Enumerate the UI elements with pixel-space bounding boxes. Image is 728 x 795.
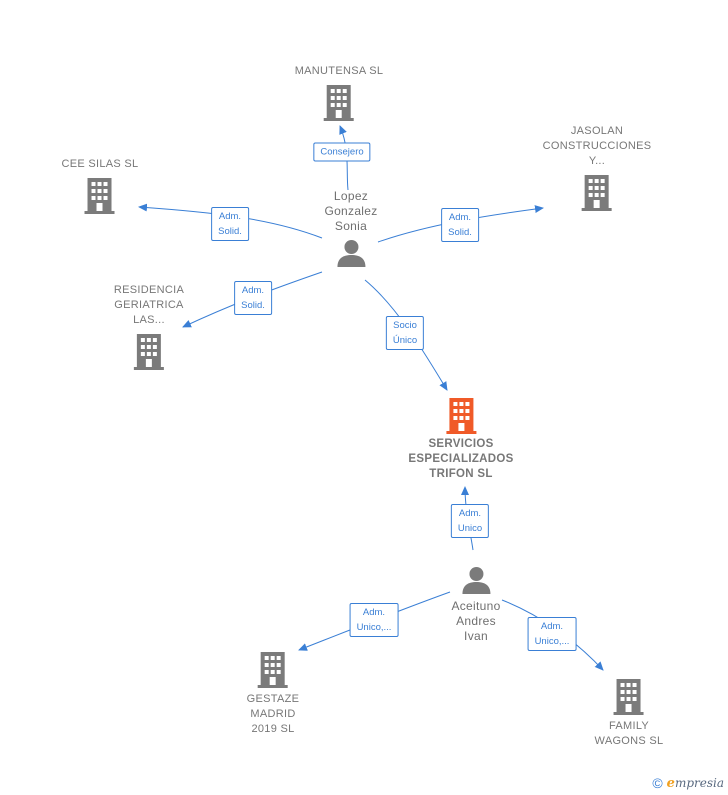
edge-label-adm-solid-jasolan[interactable]: Adm. Solid. bbox=[441, 208, 479, 242]
node-residencia[interactable]: RESIDENCIA GERIATRICA LAS... bbox=[114, 283, 184, 370]
node-label: JASOLAN CONSTRUCCIONES Y... bbox=[542, 125, 652, 167]
building-icon bbox=[582, 175, 612, 211]
brand-logo: empresia bbox=[667, 776, 724, 791]
building-icon bbox=[446, 398, 476, 434]
edge-label-socio-unico[interactable]: Socio Único bbox=[385, 316, 425, 350]
node-label: Aceituno Andres Ivan bbox=[451, 599, 501, 643]
building-icon bbox=[257, 652, 288, 688]
node-servicios-especializados-trifon[interactable]: SERVICIOS ESPECIALIZADOS TRIFON SL bbox=[408, 398, 513, 482]
edge-label-adm-solid-residencia[interactable]: Adm. Solid. bbox=[234, 281, 272, 315]
node-manutensa[interactable]: MANUTENSA SL bbox=[295, 64, 384, 121]
node-label: RESIDENCIA GERIATRICA LAS... bbox=[113, 284, 185, 326]
edge-label-adm-unico-gestaze[interactable]: Adm. Unico,... bbox=[349, 603, 399, 637]
copyright-icon: © bbox=[652, 775, 663, 791]
person-icon bbox=[336, 240, 365, 267]
building-icon bbox=[323, 85, 354, 121]
node-label: Lopez Gonzalez Sonia bbox=[324, 189, 378, 233]
building-icon bbox=[134, 334, 164, 370]
node-aceituno-andres-ivan[interactable]: Aceituno Andres Ivan bbox=[451, 565, 500, 644]
node-label: SERVICIOS ESPECIALIZADOS TRIFON SL bbox=[408, 438, 514, 480]
person-icon bbox=[461, 567, 490, 594]
node-family-wagons[interactable]: FAMILY WAGONS SL bbox=[595, 679, 664, 749]
node-label: FAMILY WAGONS SL bbox=[594, 720, 664, 747]
footer-brand: © empresia bbox=[652, 775, 724, 791]
building-icon bbox=[613, 679, 644, 715]
edge-label-adm-unico-servicios[interactable]: Adm. Unico bbox=[450, 504, 490, 538]
node-jasolan[interactable]: JASOLAN CONSTRUCCIONES Y... bbox=[543, 124, 652, 211]
node-label: GESTAZE MADRID 2019 SL bbox=[246, 693, 300, 735]
edge-label-adm-unico-family[interactable]: Adm. Unico,... bbox=[527, 617, 577, 651]
building-icon bbox=[84, 178, 115, 214]
node-label: CEE SILAS SL bbox=[61, 158, 139, 170]
node-label: MANUTENSA SL bbox=[294, 65, 384, 77]
edge-label-adm-solid-cee[interactable]: Adm. Solid. bbox=[211, 207, 249, 241]
node-gestaze-madrid[interactable]: GESTAZE MADRID 2019 SL bbox=[247, 652, 300, 737]
brand-initial: e bbox=[666, 775, 675, 791]
node-lopez-gonzalez-sonia[interactable]: Lopez Gonzalez Sonia bbox=[324, 189, 377, 268]
brand-name: mpresia bbox=[674, 775, 724, 790]
node-cee-silas[interactable]: CEE SILAS SL bbox=[62, 157, 139, 214]
edge-label-consejero[interactable]: Consejero bbox=[313, 142, 371, 162]
